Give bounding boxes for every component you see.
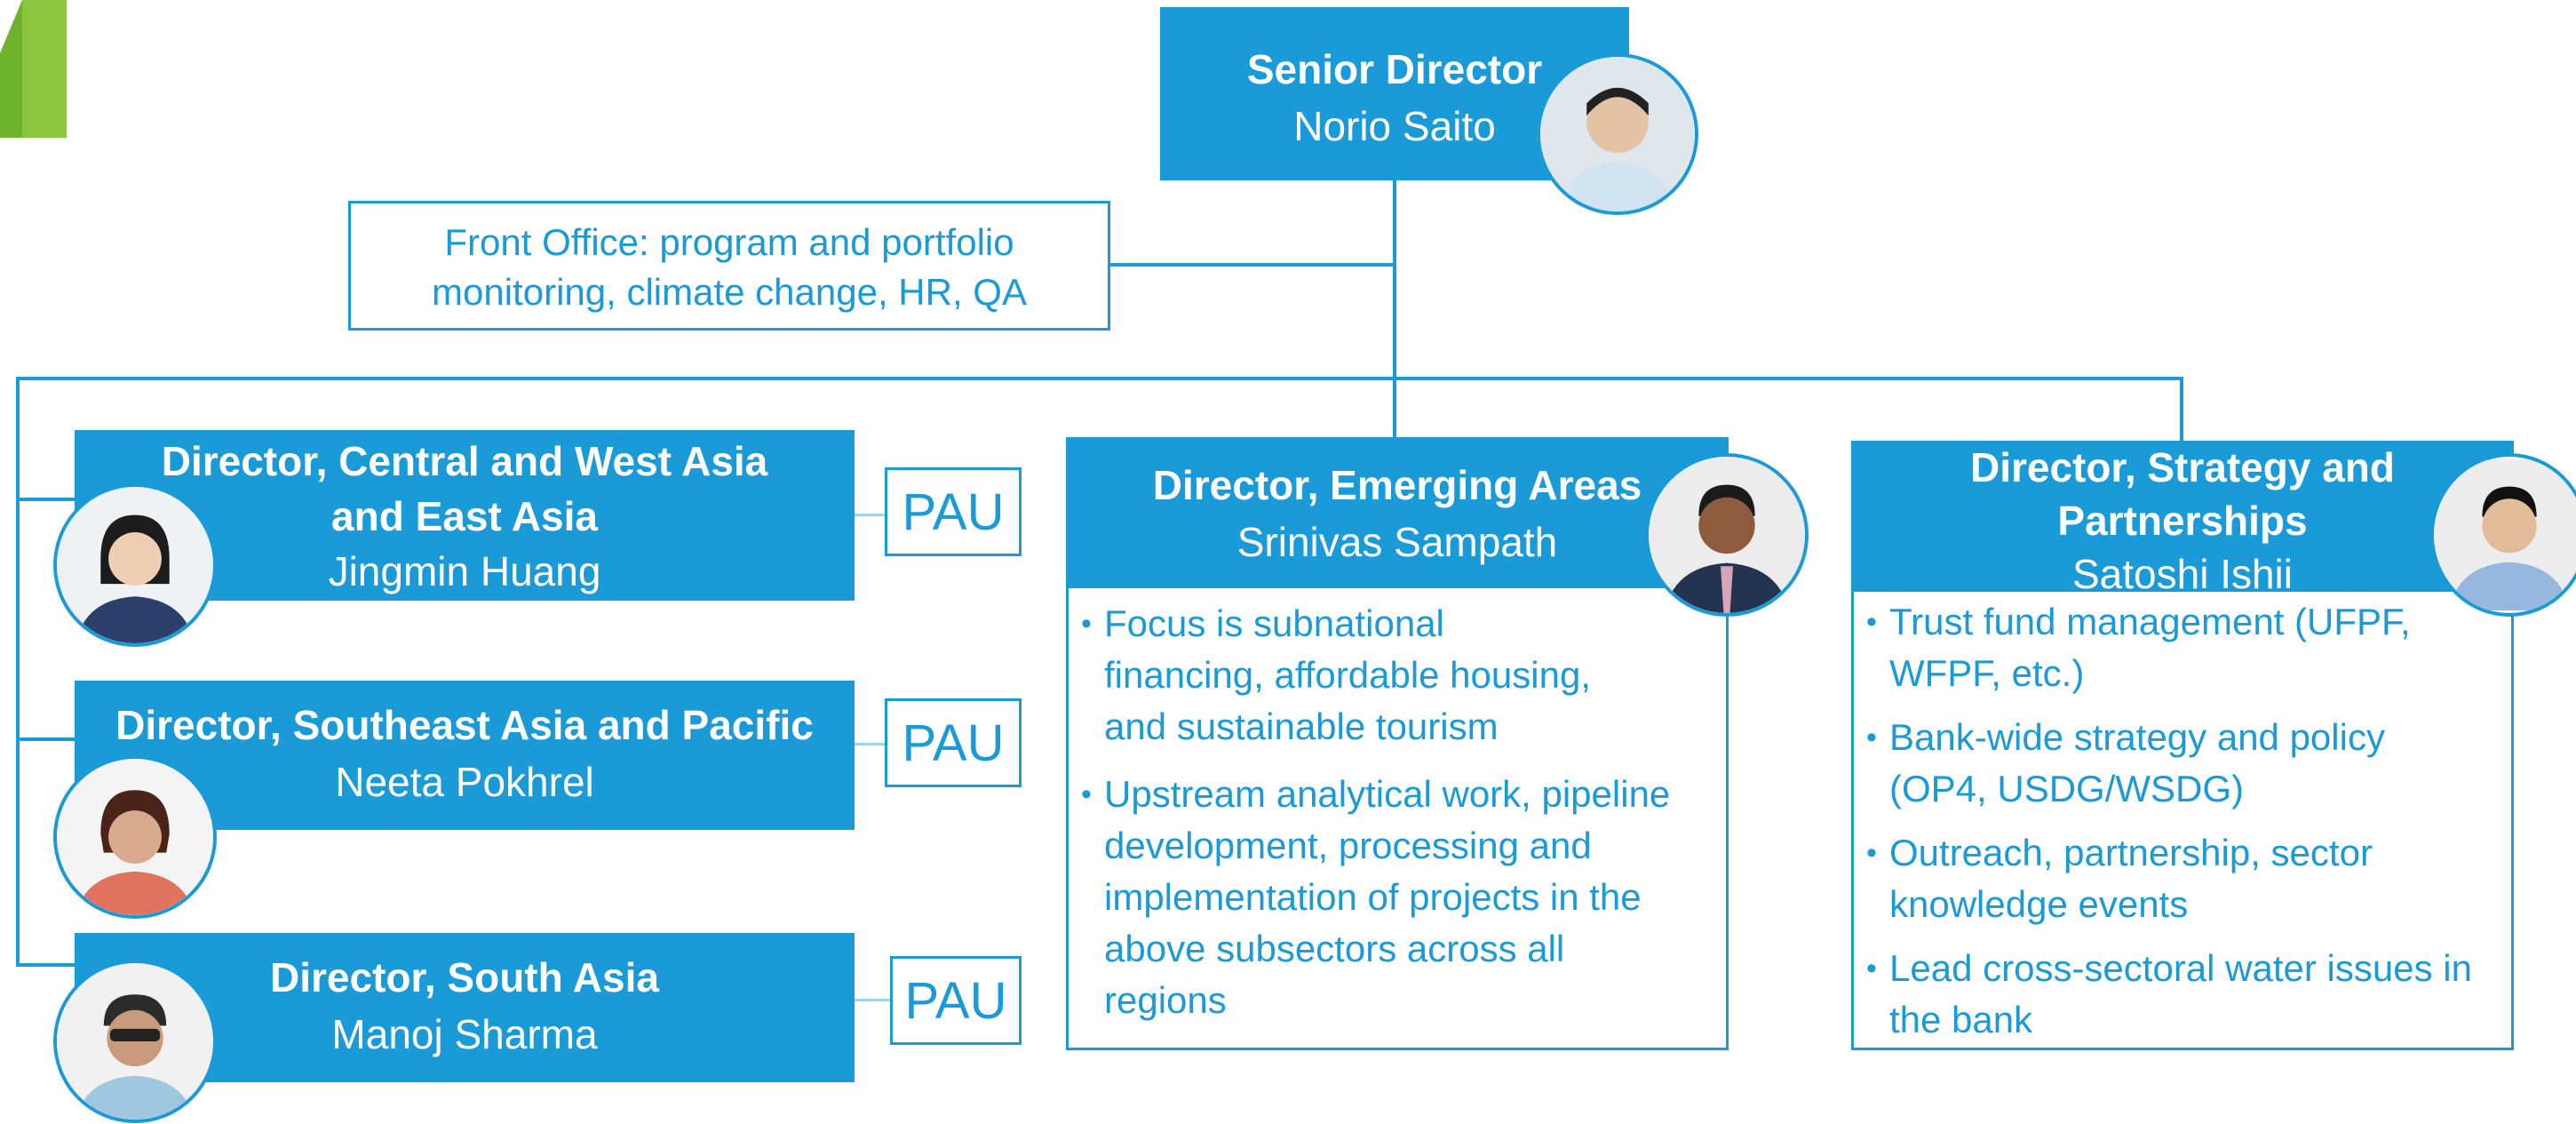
connector-strategy-vertical <box>2180 377 2183 441</box>
director-sea-title: Director, Southeast Asia and Pacific <box>115 702 814 748</box>
connector-frontoffice <box>1110 263 1396 267</box>
corner-arrow-icon <box>0 0 67 138</box>
emerging-bullet-1: Focus is subnational financing, affordab… <box>1079 598 1717 753</box>
strategy-bullet-4: Lead cross-sectoral water issues in the … <box>1864 943 2504 1046</box>
emerging-name: Srinivas Sampath <box>1236 519 1558 565</box>
emerging-photo <box>1645 453 1809 617</box>
connector-left-3 <box>16 963 75 967</box>
director-cwea-title-line1: Director, Central and West Asia <box>161 438 768 484</box>
emerging-header: Director, Emerging Areas Srinivas Sampat… <box>1066 437 1729 588</box>
strategy-title-line1: Director, Strategy and <box>1969 444 2396 490</box>
strategy-title-line2: Partnerships <box>2057 498 2308 544</box>
emerging-bullet-2: Upstream analytical work, pipeline devel… <box>1079 769 1717 1026</box>
connector-left-vertical <box>16 377 20 967</box>
connector-pau-1 <box>855 514 885 516</box>
pau-label-1: PAU <box>902 482 1005 541</box>
emerging-bullet-list: Focus is subnational financing, affordab… <box>1079 598 1717 1042</box>
senior-director-title: Senior Director <box>1246 46 1543 92</box>
connector-senior-vertical <box>1393 178 1396 437</box>
strategy-bullet-1: Trust fund management (UFPF, WFPF, etc.) <box>1864 596 2504 699</box>
director-sa-photo <box>53 960 217 1123</box>
emerging-title: Director, Emerging Areas <box>1152 462 1642 508</box>
connector-left-2 <box>16 737 75 741</box>
emerging-box: Director, Emerging Areas Srinivas Sampat… <box>1066 437 1729 1050</box>
senior-director-photo <box>1537 53 1698 215</box>
strategy-bullet-2: Bank-wide strategy and policy (OP4, USDG… <box>1864 712 2504 815</box>
pau-box-2: PAU <box>885 698 1022 787</box>
pau-box-1: PAU <box>885 467 1022 556</box>
director-sea-name: Neeta Pokhrel <box>335 759 594 805</box>
front-office-line2: monitoring, climate change, HR, QA <box>432 271 1027 313</box>
pau-label-2: PAU <box>902 713 1005 772</box>
director-cwea-title-line2: and East Asia <box>331 493 598 539</box>
director-sea-box: Director, Southeast Asia and Pacific Nee… <box>75 681 855 830</box>
connector-pau-3 <box>855 999 890 1001</box>
strategy-photo <box>2430 453 2576 617</box>
director-cwea-name: Jingmin Huang <box>328 548 601 594</box>
director-cwea-photo <box>53 483 217 647</box>
senior-director-name: Norio Saito <box>1293 103 1496 149</box>
connector-left-1 <box>16 498 75 501</box>
director-sea-photo <box>53 755 217 919</box>
strategy-header: Director, Strategy and Partnerships Sato… <box>1851 441 2514 597</box>
strategy-bullet-list: Trust fund management (UFPF, WFPF, etc.)… <box>1864 596 2504 1046</box>
strategy-name: Satoshi Ishii <box>2071 551 2293 597</box>
connector-horizontal-main <box>16 377 2183 380</box>
director-sa-title: Director, South Asia <box>270 954 659 1000</box>
front-office-box: Front Office: program and portfolio moni… <box>348 201 1110 331</box>
strategy-bullet-3: Outreach, partnership, sector knowledge … <box>1864 827 2504 930</box>
director-sa-name: Manoj Sharma <box>331 1011 598 1057</box>
strategy-box: Director, Strategy and Partnerships Sato… <box>1851 441 2514 1050</box>
pau-label-3: PAU <box>904 971 1007 1030</box>
pau-box-3: PAU <box>890 956 1022 1045</box>
connector-pau-2 <box>855 743 885 745</box>
front-office-line1: Front Office: program and portfolio <box>444 221 1014 263</box>
